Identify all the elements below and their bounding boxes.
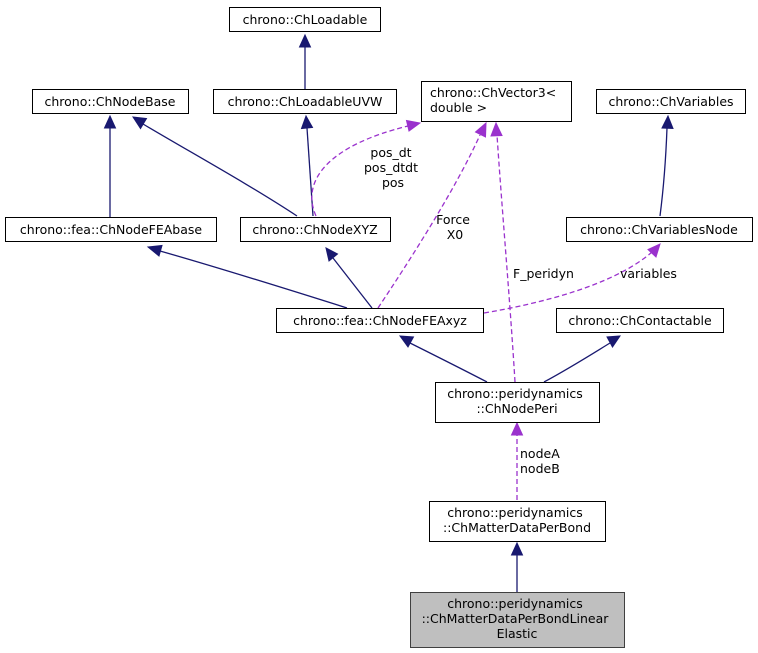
class-node-chnodexyz[interactable]: chrono::ChNodeXYZ (240, 217, 391, 242)
edge-linearelastic-to-matterdata (510, 541, 524, 592)
edge-nodexyz-to-nodebase (132, 116, 298, 217)
edge-variablesnode-to-variables (659, 114, 674, 217)
svg-text:chrono::fea::ChNodeFEAbase: chrono::fea::ChNodeFEAbase (20, 222, 202, 237)
edge-nodefeaxyz-to-nodefeabase (146, 244, 348, 309)
class-node-label: chrono::peridynamics (447, 505, 583, 520)
class-node-label: chrono::ChContactable (568, 313, 712, 328)
class-node-chnodefeabase[interactable]: chrono::fea::ChNodeFEAbase (5, 217, 217, 242)
svg-text:chrono::peridynamics ::C: chrono::peridynamics ::ChMatterDataPerBo… (422, 596, 613, 641)
svg-text:chrono::ChNodeXYZ: chrono::ChNodeXYZ (252, 222, 377, 237)
edge-usage-nodeperi-to-vector3 (490, 121, 516, 383)
class-node-chmatterdataperbond[interactable]: chrono::peridynamics ::ChMatterDataPerBo… (429, 501, 606, 542)
svg-text:chrono::ChVariablesNode: chrono::ChVariablesNode (580, 222, 738, 237)
edge-nodeperi-to-nodefeaxyz (398, 335, 488, 383)
edge-nodefeaxyz-to-nodexyz (325, 247, 373, 309)
svg-text:chrono::peridynamics ::C: chrono::peridynamics ::ChNodePeri (447, 386, 586, 416)
class-node-label: chrono::fea::ChNodeFEAxyz (293, 313, 467, 328)
class-node-label: chrono::peridynamics (447, 596, 583, 611)
edge-label-variables-line: variables (620, 266, 677, 281)
svg-text:chrono::peridynamics ::C: chrono::peridynamics ::ChMatterDataPerBo… (443, 505, 591, 535)
class-node-chloadable[interactable]: chrono::ChLoadable (229, 7, 381, 32)
edge-label-force-line: Force (436, 212, 470, 227)
edge-usage-nodexyz-to-vector3 (311, 119, 422, 217)
class-node-label: chrono::peridynamics (447, 386, 583, 401)
class-node-chvariablesnode[interactable]: chrono::ChVariablesNode (566, 217, 753, 242)
class-node-chvariables[interactable]: chrono::ChVariables (596, 89, 746, 114)
class-node-label: chrono::ChNodeBase (44, 94, 175, 109)
class-node-label: ::ChMatterDataPerBondLinear (422, 611, 610, 626)
class-node-label: chrono::ChVariablesNode (580, 222, 738, 237)
svg-text:chrono::ChVariables: chrono::ChVariables (608, 94, 733, 109)
class-node-label: chrono::ChVector3< (430, 85, 556, 100)
edge-label-force-line: X0 (447, 227, 464, 242)
class-node-chcontactable[interactable]: chrono::ChContactable (556, 308, 724, 333)
svg-text:chrono::ChVector3< doubl: chrono::ChVector3< double > (430, 85, 560, 115)
class-node-label: chrono::ChLoadable (243, 12, 368, 27)
svg-text:chrono::ChNodeBase: chrono::ChNodeBase (44, 94, 175, 109)
svg-text:chrono::fea::ChNodeFEAxyz: chrono::fea::ChNodeFEAxyz (293, 313, 467, 328)
edge-label-nodes-line: nodeA (520, 446, 560, 461)
class-node-chmatterdataperbondlinearelastic[interactable]: chrono::peridynamics ::ChMatterDataPerBo… (410, 592, 625, 648)
edge-usage-matterdata-to-nodeperi (510, 421, 524, 500)
class-node-chvector3[interactable]: chrono::ChVector3< double > (421, 81, 572, 122)
edge-label-force: Force X0 (436, 212, 474, 242)
class-node-label: chrono::ChLoadableUVW (228, 94, 383, 109)
edge-usage-nodefeaxyz-to-vector3 (377, 121, 487, 309)
edge-nodeperi-to-contactable (543, 335, 621, 383)
edge-label-pos-line: pos (382, 175, 404, 190)
edge-label-fperidyn: F_peridyn (513, 266, 574, 281)
svg-text:chrono::ChLoadable: chrono::ChLoadable (243, 12, 368, 27)
edge-label-pos: pos_dt pos_dtdt pos (364, 145, 422, 190)
class-node-chnodebase[interactable]: chrono::ChNodeBase (32, 89, 189, 114)
class-node-label: chrono::fea::ChNodeFEAbase (20, 222, 202, 237)
class-node-label: chrono::ChNodeXYZ (252, 222, 377, 237)
class-node-chnodefeaxyz[interactable]: chrono::fea::ChNodeFEAxyz (276, 308, 484, 333)
edge-usage-nodefeaxyz-to-variablesnode (483, 243, 661, 314)
class-node-label: Elastic (497, 626, 538, 641)
class-node-label: ::ChNodePeri (476, 401, 557, 416)
class-node-label: double > (430, 100, 487, 115)
edge-label-pos-line: pos_dtdt (364, 160, 418, 175)
edge-label-nodes: nodeA nodeB (520, 446, 564, 476)
class-node-label: chrono::ChVariables (608, 94, 733, 109)
edge-label-variables: variables (620, 266, 677, 281)
edge-nodexyz-to-loadableuvw (300, 114, 314, 217)
class-node-chloadableuvw[interactable]: chrono::ChLoadableUVW (213, 89, 397, 114)
edge-label-pos-line: pos_dt (370, 145, 411, 160)
class-node-label: ::ChMatterDataPerBond (443, 520, 591, 535)
edge-label-fperidyn-line: F_peridyn (513, 266, 574, 281)
edge-loadableuvw-to-loadable (298, 33, 312, 90)
edge-label-nodes-line: nodeB (520, 461, 560, 476)
edge-nodefeabase-to-nodebase (103, 114, 117, 217)
class-node-chnodeperi[interactable]: chrono::peridynamics ::ChNodePeri (435, 382, 600, 423)
svg-text:chrono::ChLoadableUVW: chrono::ChLoadableUVW (228, 94, 383, 109)
svg-text:chrono::ChContactable: chrono::ChContactable (568, 313, 712, 328)
